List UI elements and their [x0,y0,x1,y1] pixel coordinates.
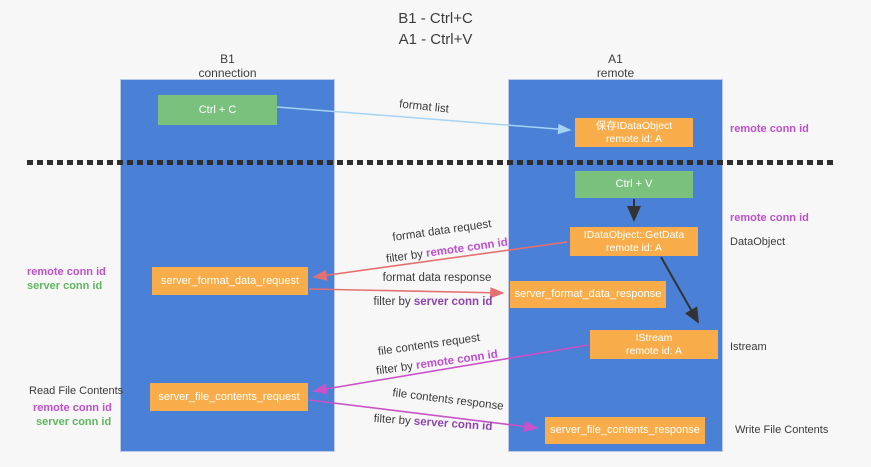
node-file-response-label: server_file_contents_response [550,424,700,437]
node-save-dataobject: 保存IDataObject remote id: A [575,118,693,147]
node-ctrl-c-label: Ctrl + C [198,103,237,116]
node-idataobject-getdata: IDataObject::GetData remote id: A [570,227,698,256]
node-server-format-data-request: server_format_data_request [152,267,308,295]
title-line-2: A1 - Ctrl+V [398,31,473,48]
annotation-left-server-conn-id-1: server conn id [27,280,103,292]
filter-remote-conn-id-1: remote conn id [425,236,509,260]
dashed-divider [27,160,835,165]
filter-server-conn-id-1: server conn id [413,296,493,308]
filter-prefix-3: filter by [375,359,417,378]
lane-a1-name: A1 [608,52,623,66]
diagram-title: B1 - Ctrl+C A1 - Ctrl+V [0,8,871,50]
annotation-istream: Istream [730,341,767,353]
node-save-dataobject-line1: 保存IDataObject [595,120,673,133]
label-format-list: format list [399,98,450,115]
annotation-remote-conn-id-mid: remote conn id [730,212,809,224]
filter-remote-conn-id-2: remote conn id [415,348,499,372]
annotation-left-remote-conn-id-1: remote conn id [27,266,106,278]
annotation-left-remote-conn-id-2: remote conn id [33,402,112,414]
node-server-file-contents-response: server_file_contents_response [545,417,705,444]
node-file-request-label: server_file_contents_request [158,390,300,403]
node-ctrl-c: Ctrl + C [158,95,277,125]
label-filter-server-2: filter by server conn id [373,413,492,433]
node-getdata-line1: IDataObject::GetData [583,229,685,242]
node-istream-line2: remote id: A [625,344,683,357]
node-ctrl-v-label: Ctrl + V [615,178,653,191]
annotation-remote-conn-id-top: remote conn id [730,123,809,135]
filter-server-conn-id-2: server conn id [413,415,493,434]
annotation-read-file-contents: Read File Contents [29,385,124,397]
node-server-file-contents-request: server_file_contents_request [150,383,308,411]
lane-b1-name: B1 [220,52,235,66]
node-server-format-data-response: server_format_data_response [510,281,666,308]
annotation-write-file-contents: Write File Contents [735,424,829,436]
label-filter-server-1: filter by server conn id [374,296,493,308]
node-format-request-label: server_format_data_request [160,274,300,287]
node-istream: IStream remote id: A [590,330,718,359]
node-ctrl-v: Ctrl + V [575,171,693,198]
filter-prefix-2: filter by [373,296,414,308]
node-save-dataobject-line2: remote id: A [605,132,663,145]
label-format-data-response: format data response [383,272,492,284]
filter-prefix-4: filter by [373,412,415,428]
label-format-data-response-text: format data response [382,272,492,284]
arrow-format-data-response [308,287,505,299]
node-format-response-label: server_format_data_response [514,288,662,301]
lane-b1-sub: connection [198,66,257,80]
label-format-list-text: format list [398,98,450,116]
lane-header-a1: A1 remote [508,52,723,80]
filter-prefix-1: filter by [385,247,427,266]
lane-a1-sub: remote [596,66,635,80]
label-file-contents-response-text: file contents response [391,387,505,413]
label-file-contents-response: file contents response [392,387,505,413]
title-line-1: B1 - Ctrl+C [398,10,473,27]
lane-header-b1: B1 connection [120,52,335,80]
annotation-left-server-conn-id-2: server conn id [36,416,112,428]
node-istream-line1: IStream [635,332,673,345]
node-getdata-line2: remote id: A [605,241,663,254]
annotation-dataobject: DataObject [730,236,786,248]
